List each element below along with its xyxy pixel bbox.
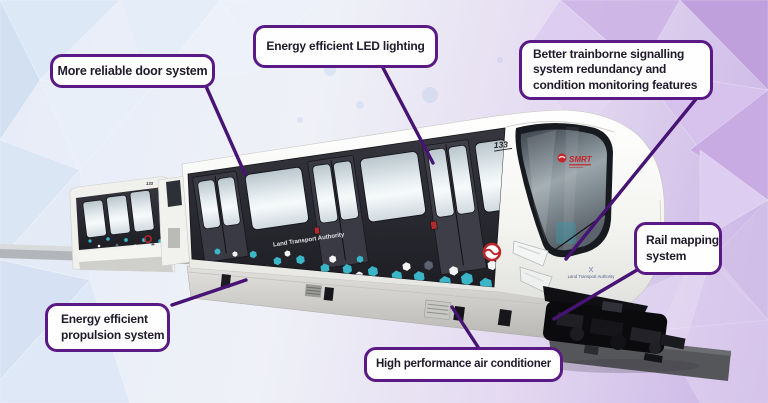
air-conditioner-grille (423, 299, 452, 320)
front-bogie (543, 286, 700, 373)
side-roundel-logo (482, 242, 502, 262)
svg-text:133: 133 (493, 139, 508, 150)
callout-label: High performance air conditioner (375, 358, 552, 371)
callout-signalling: Better trainborne signalling system redu… (519, 40, 713, 100)
callout-label: Energy efficient (61, 311, 148, 326)
svg-text:Land Transport Authority: Land Transport Authority (568, 274, 616, 279)
leader-line-door-system (203, 82, 247, 176)
callout-label: propulsion system (61, 327, 165, 342)
callout-propulsion: Energy efficient propulsion system (45, 303, 170, 352)
leader-line-rail-mapping (552, 268, 639, 321)
door-button (430, 220, 438, 230)
callout-led-lighting: Energy efficient LED lighting (253, 25, 438, 68)
leader-line-led-lighting (379, 62, 435, 165)
leader-line-air-conditioner (450, 305, 480, 349)
rear-car: 133 (69, 175, 193, 273)
callout-label: Rail mapping (646, 232, 719, 247)
leader-lines (170, 62, 698, 349)
callout-label: Better trainborne signalling (533, 46, 685, 61)
saloon-window (359, 151, 427, 223)
saloon-window (244, 166, 309, 231)
leader-line-signalling (564, 97, 698, 261)
callout-door-system: More reliable door system (50, 54, 215, 88)
callout-label: system (646, 248, 687, 263)
callout-label: system redundancy and (533, 62, 667, 77)
smrt-front-logo: SMRT (557, 153, 593, 168)
background-bokeh-dots (297, 41, 644, 194)
callout-air-conditioner: High performance air conditioner (364, 347, 563, 382)
rear-car-windows (82, 189, 155, 239)
callout-label: Energy efficient LED lighting (266, 38, 425, 53)
svg-text:SMRT: SMRT (569, 155, 593, 164)
rear-car-roundel-logo (144, 235, 152, 243)
leader-line-propulsion (170, 278, 248, 307)
rear-car-number: 133 (146, 181, 154, 186)
callout-label: condition monitoring features (533, 77, 698, 92)
cab-windshield: SMRT (515, 123, 613, 258)
door-button (313, 226, 321, 235)
callout-rail-mapping: Rail mapping system (634, 222, 722, 275)
car-number: 133 (493, 139, 513, 152)
lta-front-logo: Land Transport Authority (568, 266, 616, 279)
callout-label: More reliable door system (57, 63, 208, 78)
vent-grille (304, 284, 322, 298)
